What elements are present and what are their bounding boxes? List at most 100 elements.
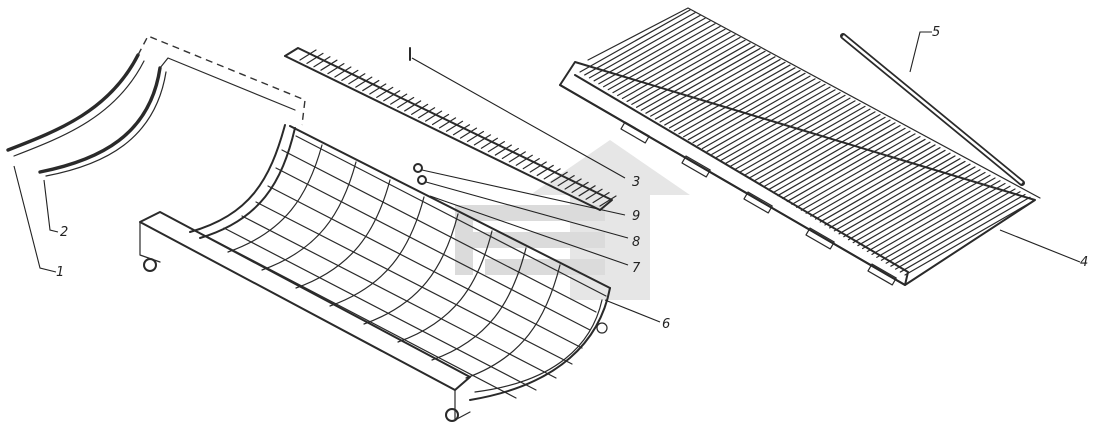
comb-tooth (341, 69, 359, 81)
grate-bar (786, 130, 911, 203)
comb-tooth (334, 66, 352, 78)
comb-tooth (466, 130, 485, 143)
comb-tooth (473, 134, 492, 146)
grate-bar (767, 119, 891, 191)
grate-bar (715, 89, 836, 158)
callout-4: 4 (1080, 255, 1088, 270)
comb-tooth (438, 117, 457, 129)
grate-bar (645, 47, 761, 114)
comb-tooth (320, 59, 338, 71)
grate-bar (734, 100, 856, 170)
grate-bar (635, 42, 751, 108)
grate-bar (852, 169, 981, 244)
grate-bar (748, 108, 871, 179)
comb-tooth (536, 164, 554, 177)
grate-bar (885, 188, 1016, 264)
comb-tooth (404, 100, 422, 112)
rod-part-5 (840, 31, 1025, 186)
comb-tooth (585, 188, 603, 200)
callout-2: 2 (60, 225, 68, 240)
grate-bar (612, 28, 726, 94)
comb-tooth (487, 141, 505, 153)
comb-tooth (557, 175, 575, 187)
grate-bar (838, 160, 966, 235)
grate-bar (781, 127, 906, 200)
comb-tooth (445, 120, 464, 132)
fastener-part-8 (417, 175, 629, 239)
grate-bar (593, 17, 706, 82)
side-plate-part-2 (38, 66, 167, 233)
grate-bar (847, 166, 976, 241)
grate-bar (763, 116, 886, 188)
comb-strip-part-3 (284, 47, 626, 211)
comb-tooth (390, 93, 408, 105)
grate-bar (730, 97, 851, 167)
grate-bar (602, 23, 716, 88)
callout-1: 1 (56, 265, 64, 280)
comb-tooth (522, 158, 540, 170)
grate-bar (814, 147, 941, 220)
comb-tooth (348, 73, 366, 85)
grate-bar (678, 67, 796, 135)
grate-bar (777, 125, 901, 197)
grate-bar (796, 136, 921, 208)
grate-bar (631, 39, 746, 105)
callout-9: 9 (632, 209, 640, 224)
grate-bar (894, 193, 1026, 270)
grate-bar (876, 182, 1006, 258)
grate-bar (692, 75, 811, 144)
comb-tooth (369, 83, 387, 95)
comb-tooth (508, 151, 526, 163)
grate-bar (871, 180, 1001, 256)
callout-3: 3 (632, 175, 640, 190)
grate-bar (843, 163, 971, 238)
comb-tooth (327, 62, 345, 75)
grate-bar (725, 94, 846, 164)
grate-bar (621, 34, 736, 100)
side-plate-part-1 (6, 53, 145, 273)
grate-bar (800, 138, 926, 211)
comb-tooth (571, 181, 589, 194)
comb-tooth (383, 90, 401, 102)
grate-bar (744, 105, 866, 176)
grate-bar (753, 111, 876, 182)
grate-bar (758, 114, 881, 185)
comb-tooth (397, 96, 415, 109)
fastener-part-7 (429, 195, 629, 266)
comb-tooth (494, 144, 512, 156)
comb-tooth (564, 178, 582, 190)
comb-tooth (578, 185, 596, 197)
arrow-logo-icon (455, 140, 690, 300)
grate-bar (833, 158, 961, 232)
comb-tooth (411, 103, 429, 115)
grate-bar (598, 20, 711, 85)
grate-bar (805, 141, 931, 214)
grate-bar (866, 177, 996, 253)
grate-bar (626, 36, 741, 103)
callout-7: 7 (632, 261, 641, 276)
fastener-part-9 (413, 163, 626, 216)
grate-bar (683, 69, 801, 138)
comb-tooth (550, 171, 568, 183)
grate-bar (664, 58, 781, 126)
comb-tooth (592, 192, 610, 204)
flat-grate-part-4 (559, 7, 1081, 286)
grate-bar (857, 171, 986, 247)
concave-grate-part-6 (139, 124, 661, 422)
grate-bar (904, 199, 1036, 276)
grate-bar (720, 92, 841, 161)
callout-6: 6 (662, 317, 670, 332)
grate-bar (588, 14, 701, 79)
grate-bar (899, 196, 1031, 273)
comb-tooth (313, 56, 331, 68)
comb-tooth (543, 168, 561, 180)
comb-tooth (376, 86, 394, 98)
comb-tooth (501, 147, 519, 160)
comb-tooth (480, 137, 498, 149)
grate-bar (697, 78, 816, 147)
grate-bar (650, 50, 766, 117)
grate-bar (829, 155, 956, 229)
comb-tooth (515, 154, 533, 166)
grate-bar (706, 83, 826, 153)
assembly-solid-line (159, 57, 296, 111)
